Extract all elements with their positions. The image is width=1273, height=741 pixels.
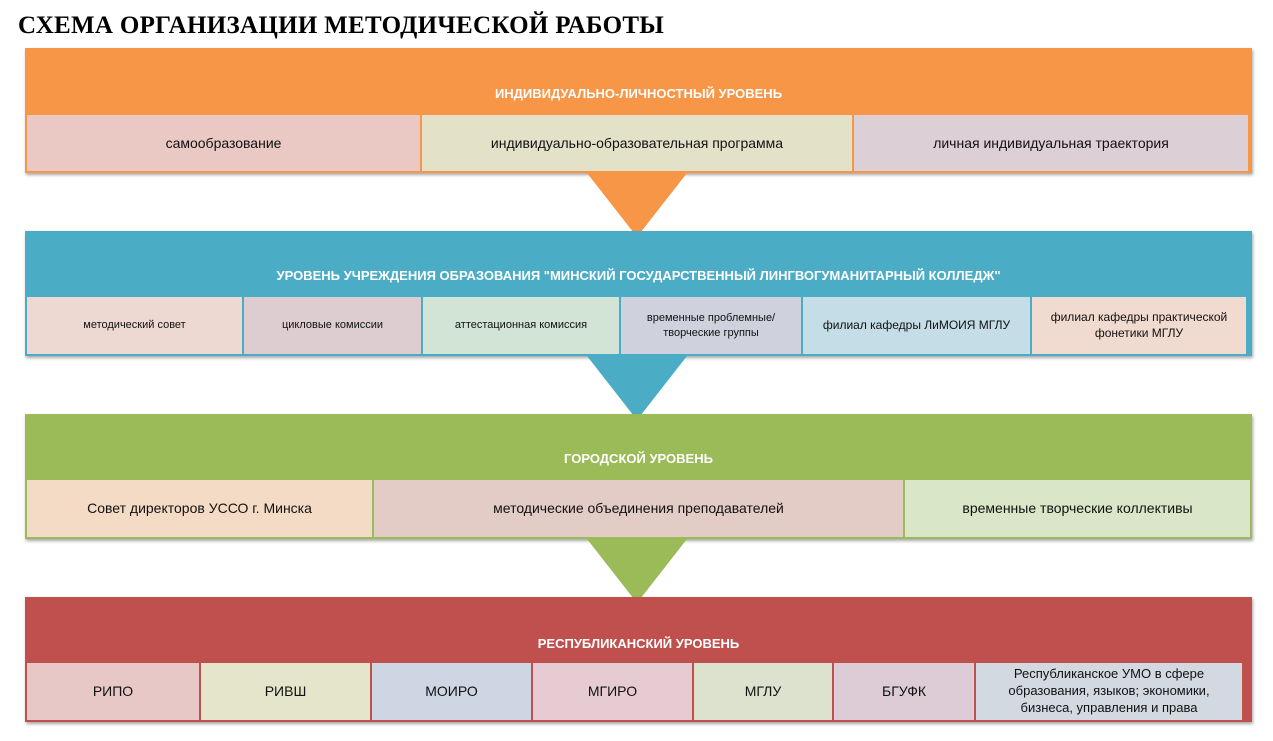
- arrow-down-2: [587, 356, 687, 420]
- item-mglu: МГЛУ: [694, 663, 832, 720]
- item-attestation-commission: аттестационная комиссия: [423, 297, 619, 354]
- item-branch-limoiya: филиал кафедры ЛиМОИЯ МГЛУ: [803, 297, 1030, 354]
- item-ripo: РИПО: [27, 663, 199, 720]
- item-temporary-groups: временные проблемные/творческие группы: [621, 297, 801, 354]
- level-institution: УРОВЕНЬ УЧРЕЖДЕНИЯ ОБРАЗОВАНИЯ "МИНСКИЙ …: [25, 231, 1252, 356]
- item-methodical-council: методический совет: [27, 297, 242, 354]
- level-republic: РЕСПУБЛИКАНСКИЙ УРОВЕНЬ РИПО РИВШ МОИРО …: [25, 597, 1252, 722]
- level-institution-header: УРОВЕНЬ УЧРЕЖДЕНИЯ ОБРАЗОВАНИЯ "МИНСКИЙ …: [276, 267, 1001, 283]
- arrow-down-1-head: [587, 173, 687, 237]
- item-cycle-commissions: цикловые комиссии: [244, 297, 421, 354]
- item-self-education: самообразование: [27, 115, 420, 171]
- item-personal-trajectory: личная индивидуальная траектория: [854, 115, 1248, 171]
- level-individual-header: ИНДИВИДУАЛЬНО-ЛИЧНОСТНЫЙ УРОВЕНЬ: [494, 85, 783, 101]
- item-mgiro: МГИРО: [533, 663, 692, 720]
- level-city-header: ГОРОДСКОЙ УРОВЕНЬ: [564, 450, 713, 466]
- item-directors-council: Совет директоров УССО г. Минска: [27, 480, 372, 537]
- level-individual: ИНДИВИДУАЛЬНО-ЛИЧНОСТНЫЙ УРОВЕНЬ самообр…: [25, 48, 1252, 173]
- item-individual-program: индивидуально-образовательная программа: [422, 115, 852, 171]
- item-bgufk: БГУФК: [834, 663, 974, 720]
- item-republican-umo: Республиканское УМО в сфере образования,…: [976, 663, 1242, 720]
- level-republic-header: РЕСПУБЛИКАНСКИЙ УРОВЕНЬ: [537, 635, 740, 651]
- item-rivsh: РИВШ: [201, 663, 370, 720]
- item-creative-teams: временные творческие коллективы: [905, 480, 1250, 537]
- level-city: ГОРОДСКОЙ УРОВЕНЬ Совет директоров УССО …: [25, 414, 1252, 539]
- item-moiro: МОИРО: [372, 663, 531, 720]
- item-methodical-associations: методические объединения преподавателей: [374, 480, 903, 537]
- arrow-down-3: [587, 539, 687, 603]
- page-title: СХЕМА ОРГАНИЗАЦИИ МЕТОДИЧЕСКОЙ РАБОТЫ: [18, 12, 665, 39]
- item-branch-phonetics: филиал кафедры практической фонетики МГЛ…: [1032, 297, 1246, 354]
